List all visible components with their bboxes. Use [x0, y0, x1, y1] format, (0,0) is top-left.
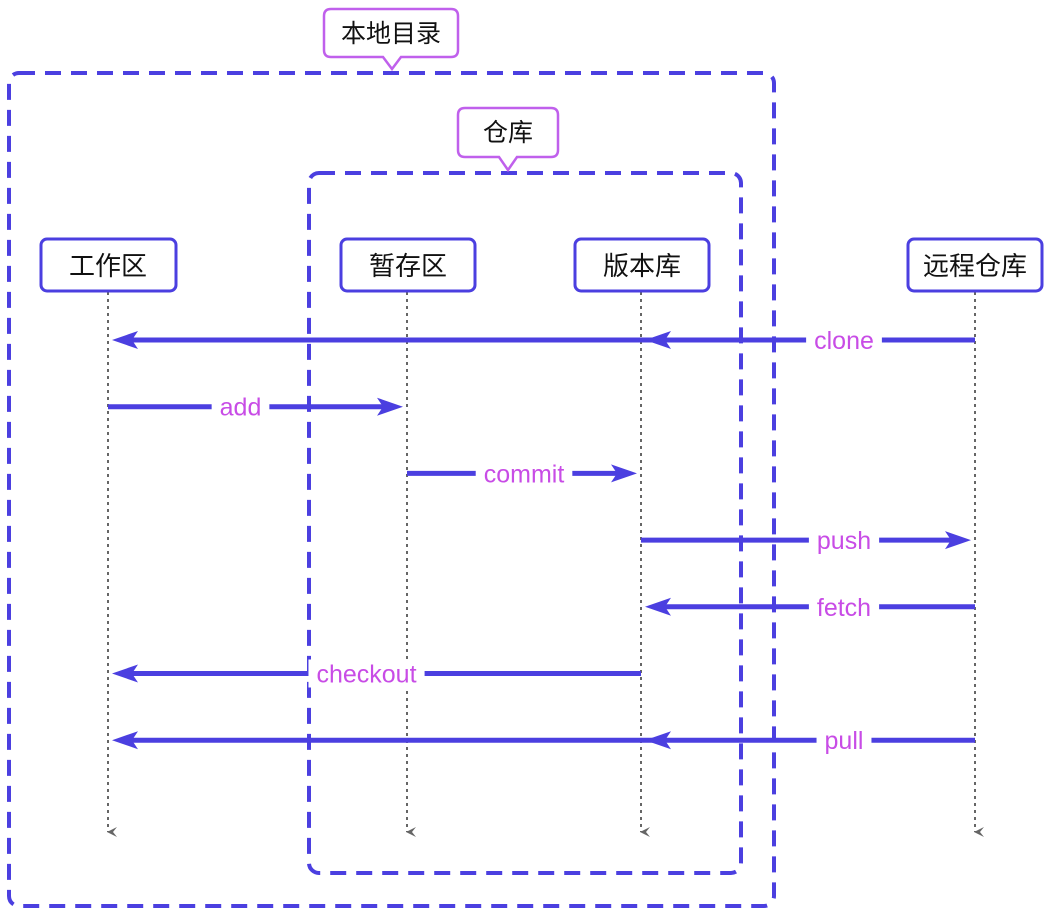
repository-label: 仓库 — [483, 118, 533, 147]
workspace-node: 工作区 — [39, 237, 178, 293]
operation-arrows: clone add commit push fetch checkout pull — [108, 326, 975, 755]
local-directory-boundary — [7, 71, 776, 908]
repository-boundary — [307, 171, 743, 875]
push-arrowhead — [945, 531, 971, 550]
add-label-backing — [211, 392, 270, 421]
add-arrowhead — [377, 397, 403, 416]
fetch-arrowhead — [645, 597, 671, 616]
push-operation: push — [641, 526, 971, 555]
checkout-operation: checkout — [112, 659, 641, 689]
push-label: push — [817, 527, 871, 555]
add-label: add — [220, 394, 262, 422]
push-label-backing — [808, 526, 880, 555]
add-operation: add — [108, 392, 403, 422]
local-directory-callout: 本地目录 — [322, 7, 460, 72]
staging-node: 暂存区 — [339, 237, 477, 293]
clone-operation: clone — [112, 326, 975, 355]
workspace-label: 工作区 — [69, 252, 147, 282]
pull-arrowhead — [112, 731, 138, 750]
repository-callout: 仓库 — [456, 106, 560, 173]
commit-arrowhead — [611, 464, 637, 483]
pull-operation: pull — [112, 726, 975, 755]
local-repo-node: 版本库 — [573, 237, 711, 293]
checkout-label: checkout — [316, 661, 416, 689]
clone-label: clone — [814, 327, 874, 355]
commit-label-backing — [475, 459, 573, 488]
clone-label-backing — [806, 326, 882, 354]
checkout-arrowhead — [112, 664, 138, 683]
clone-via-arrowhead — [645, 331, 671, 349]
clone-arrowhead — [112, 331, 138, 349]
pull-via-arrowhead — [645, 731, 671, 750]
fetch-label-backing — [808, 592, 880, 621]
remote-node: 远程仓库 — [906, 237, 1044, 293]
fetch-label: fetch — [817, 594, 871, 622]
remote-label: 远程仓库 — [923, 252, 1027, 282]
pull-label-backing — [816, 726, 872, 755]
commit-operation: commit — [407, 459, 637, 488]
commit-label: commit — [484, 460, 565, 488]
pull-label: pull — [825, 727, 864, 755]
fetch-operation: fetch — [645, 592, 975, 622]
local-directory-label: 本地目录 — [341, 19, 441, 48]
checkout-label-backing — [308, 659, 425, 688]
local-repo-label: 版本库 — [603, 252, 681, 282]
staging-label: 暂存区 — [369, 252, 447, 282]
